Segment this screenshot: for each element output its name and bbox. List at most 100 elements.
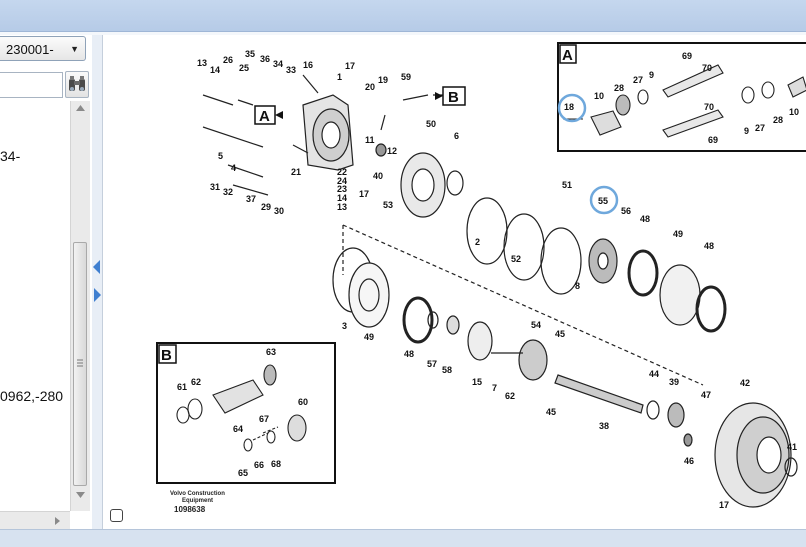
part-label[interactable]: 66 [254, 460, 264, 470]
scrollbar-thumb[interactable] [73, 242, 87, 486]
part-label[interactable]: 62 [505, 391, 515, 401]
find-button[interactable] [65, 71, 89, 98]
list-item[interactable]: 0962,-280 [0, 388, 64, 404]
part-label[interactable]: 28 [773, 115, 783, 125]
part-label[interactable]: 40 [373, 171, 383, 181]
part-label[interactable]: 28 [614, 83, 624, 93]
part-label[interactable]: 50 [426, 119, 436, 129]
part-label[interactable]: 27 [755, 123, 765, 133]
serial-range-dropdown[interactable]: 230001- ▼ [0, 36, 86, 61]
expand-right-icon[interactable] [94, 288, 101, 302]
part-label[interactable]: 46 [684, 456, 694, 466]
part-label[interactable]: 12 [387, 146, 397, 156]
part-label[interactable]: 44 [649, 369, 659, 379]
part-label[interactable]: 1 [337, 72, 342, 82]
dropdown-value: 230001- [6, 42, 54, 57]
part-label[interactable]: 5 [218, 151, 223, 161]
part-label[interactable]: 59 [401, 72, 411, 82]
part-label[interactable]: 8 [575, 281, 580, 291]
part-label[interactable]: 60 [298, 397, 308, 407]
part-label[interactable]: 48 [404, 349, 414, 359]
part-label[interactable]: 47 [701, 390, 711, 400]
part-label[interactable]: 62 [191, 377, 201, 387]
part-label[interactable]: 45 [546, 407, 556, 417]
part-label[interactable]: 11 [365, 135, 375, 145]
part-label[interactable]: 17 [719, 500, 729, 510]
part-label[interactable]: 45 [555, 329, 565, 339]
part-label[interactable]: 17 [345, 61, 355, 71]
part-label[interactable]: 38 [599, 421, 609, 431]
part-label[interactable]: 35 [245, 49, 255, 59]
option-checkbox[interactable] [110, 509, 123, 522]
part-label[interactable]: 54 [531, 320, 541, 330]
part-label[interactable]: 20 [365, 82, 375, 92]
part-label[interactable]: 41 [787, 442, 797, 452]
part-label[interactable]: 57 [427, 359, 437, 369]
part-label[interactable]: 6 [454, 131, 459, 141]
part-label[interactable]: 25 [239, 63, 249, 73]
part-label[interactable]: 61 [177, 382, 187, 392]
part-label[interactable]: 69 [682, 51, 692, 61]
part-label[interactable]: 67 [259, 414, 269, 424]
part-label[interactable]: 24 [337, 176, 347, 186]
part-label[interactable]: 48 [640, 214, 650, 224]
horizontal-scrollbar[interactable] [0, 511, 70, 530]
part-label[interactable]: 56 [621, 206, 631, 216]
part-label[interactable]: 13 [197, 58, 207, 68]
search-input[interactable] [0, 72, 63, 98]
part-label[interactable]: 10 [594, 91, 604, 101]
part-label[interactable]: 64 [233, 424, 243, 434]
part-label[interactable]: 55 [598, 196, 608, 206]
part-label[interactable]: 14 [337, 193, 347, 203]
part-label[interactable]: 32 [223, 187, 233, 197]
part-label[interactable]: 31 [210, 182, 220, 192]
part-list: 34- 0962,-280 [0, 101, 70, 511]
part-label[interactable]: 23 [337, 184, 347, 194]
part-label[interactable]: 10 [789, 107, 799, 117]
part-label[interactable]: 42 [740, 378, 750, 388]
part-label[interactable]: 7 [492, 383, 497, 393]
part-label[interactable]: 37 [246, 194, 256, 204]
part-label[interactable]: 39 [669, 377, 679, 387]
part-label[interactable]: 21 [291, 167, 301, 177]
part-label[interactable]: 2 [475, 237, 480, 247]
part-label[interactable]: 68 [271, 459, 281, 469]
part-label[interactable]: 29 [261, 202, 271, 212]
part-label[interactable]: 14 [210, 65, 220, 75]
part-label[interactable]: 4 [231, 163, 236, 173]
part-label[interactable]: 27 [633, 75, 643, 85]
part-label[interactable]: 22 [337, 167, 347, 177]
part-label[interactable]: 49 [364, 332, 374, 342]
part-label[interactable]: 13 [337, 202, 347, 212]
part-label[interactable]: 19 [378, 75, 388, 85]
part-label[interactable]: 30 [274, 206, 284, 216]
panel-splitter[interactable] [92, 35, 102, 529]
part-label[interactable]: 26 [223, 55, 233, 65]
part-label[interactable]: 16 [303, 60, 313, 70]
part-label[interactable]: 70 [704, 102, 714, 112]
part-label[interactable]: 33 [286, 65, 296, 75]
part-label[interactable]: 69 [708, 135, 718, 145]
part-label[interactable]: 9 [649, 70, 654, 80]
list-item[interactable]: 34- [0, 148, 21, 164]
vertical-scrollbar[interactable] [70, 101, 90, 511]
part-label[interactable]: 58 [442, 365, 452, 375]
part-label[interactable]: 63 [266, 347, 276, 357]
part-label[interactable]: 9 [744, 126, 749, 136]
part-label[interactable]: 18 [564, 102, 574, 112]
part-label[interactable]: 52 [511, 254, 521, 264]
part-label[interactable]: 17 [359, 189, 369, 199]
part-label[interactable]: 48 [704, 241, 714, 251]
part-label[interactable]: 15 [472, 377, 482, 387]
part-label[interactable]: 53 [383, 200, 393, 210]
part-label[interactable]: 65 [238, 468, 248, 478]
part-label[interactable]: 34 [273, 59, 283, 69]
part-label[interactable]: 36 [260, 54, 270, 64]
part-label[interactable]: 70 [702, 63, 712, 73]
part-label[interactable]: 3 [342, 321, 347, 331]
collapse-left-icon[interactable] [93, 260, 100, 274]
part-label[interactable]: 51 [562, 180, 572, 190]
diagram-viewer[interactable]: A B A B 13 14 26 25 35 36 [102, 35, 806, 529]
scroll-down-icon [76, 492, 85, 498]
part-label[interactable]: 49 [673, 229, 683, 239]
